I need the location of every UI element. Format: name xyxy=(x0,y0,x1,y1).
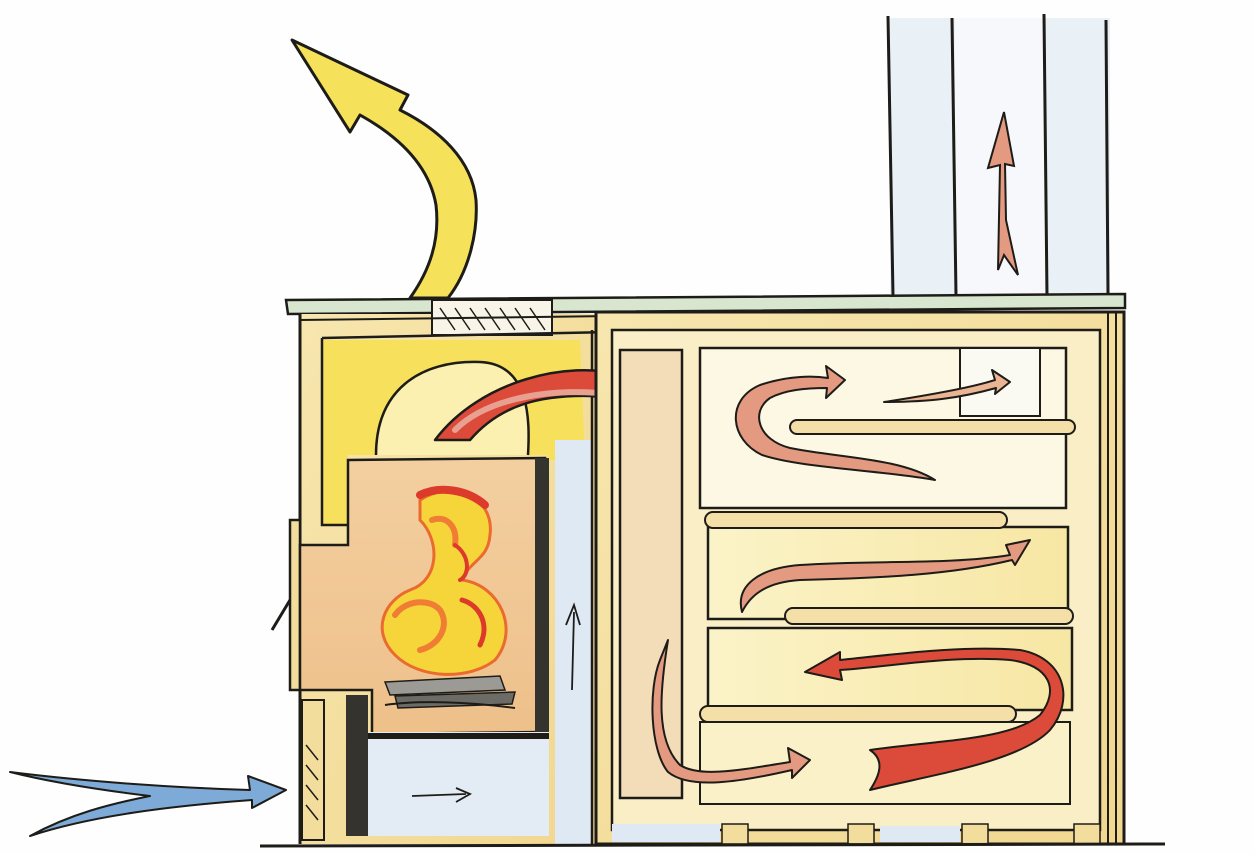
heater-feet xyxy=(612,823,1101,845)
ash-pit-air-arrow xyxy=(411,787,473,803)
warm-air-outlet-arrow xyxy=(290,38,478,300)
riser-arrow xyxy=(565,602,581,691)
floor-line xyxy=(259,842,1166,848)
cold-air-inlet-arrow xyxy=(9,771,287,837)
chimney-draft-arrow xyxy=(986,111,1019,276)
flame-icon xyxy=(380,485,508,676)
flue-gas-flow-arrows xyxy=(651,365,1065,791)
logs-icon xyxy=(383,675,516,709)
